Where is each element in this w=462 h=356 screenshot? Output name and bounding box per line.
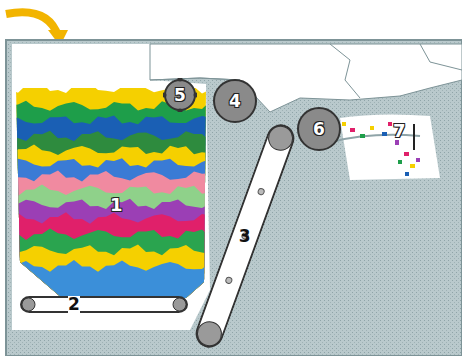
roller-circle: 6 — [296, 106, 342, 152]
material-layer — [10, 212, 215, 305]
material-layer — [10, 131, 215, 305]
roller-circle: 4 — [212, 78, 258, 124]
material-layer — [10, 245, 215, 306]
material-layer — [10, 184, 215, 305]
callout-number: 5 — [174, 87, 186, 104]
callout-number: 6 — [313, 121, 325, 138]
material-layer — [10, 199, 215, 305]
material-pieces — [342, 122, 420, 176]
roller-circle: 5 — [163, 78, 197, 112]
callout-number: 4 — [229, 93, 241, 110]
leader-line — [413, 124, 415, 150]
material-layer — [10, 158, 215, 305]
material-layers — [10, 83, 215, 305]
callout-number: 3 — [239, 228, 251, 245]
crack-line — [420, 44, 462, 70]
material-layer — [10, 145, 215, 306]
material-layer — [10, 116, 215, 305]
material-layer — [10, 101, 215, 305]
material-layer — [10, 228, 215, 305]
callout-number: 2 — [68, 296, 80, 313]
material-layer — [10, 83, 215, 305]
callout-number: 7 — [393, 122, 406, 140]
callout-number: 1 — [110, 196, 123, 214]
crack-line — [330, 44, 360, 98]
plant-wall — [6, 40, 462, 356]
conveyor-belt: 2 — [20, 296, 188, 313]
belt-shape — [20, 296, 188, 313]
discharge-channel — [340, 114, 440, 180]
material-layer — [10, 170, 215, 305]
